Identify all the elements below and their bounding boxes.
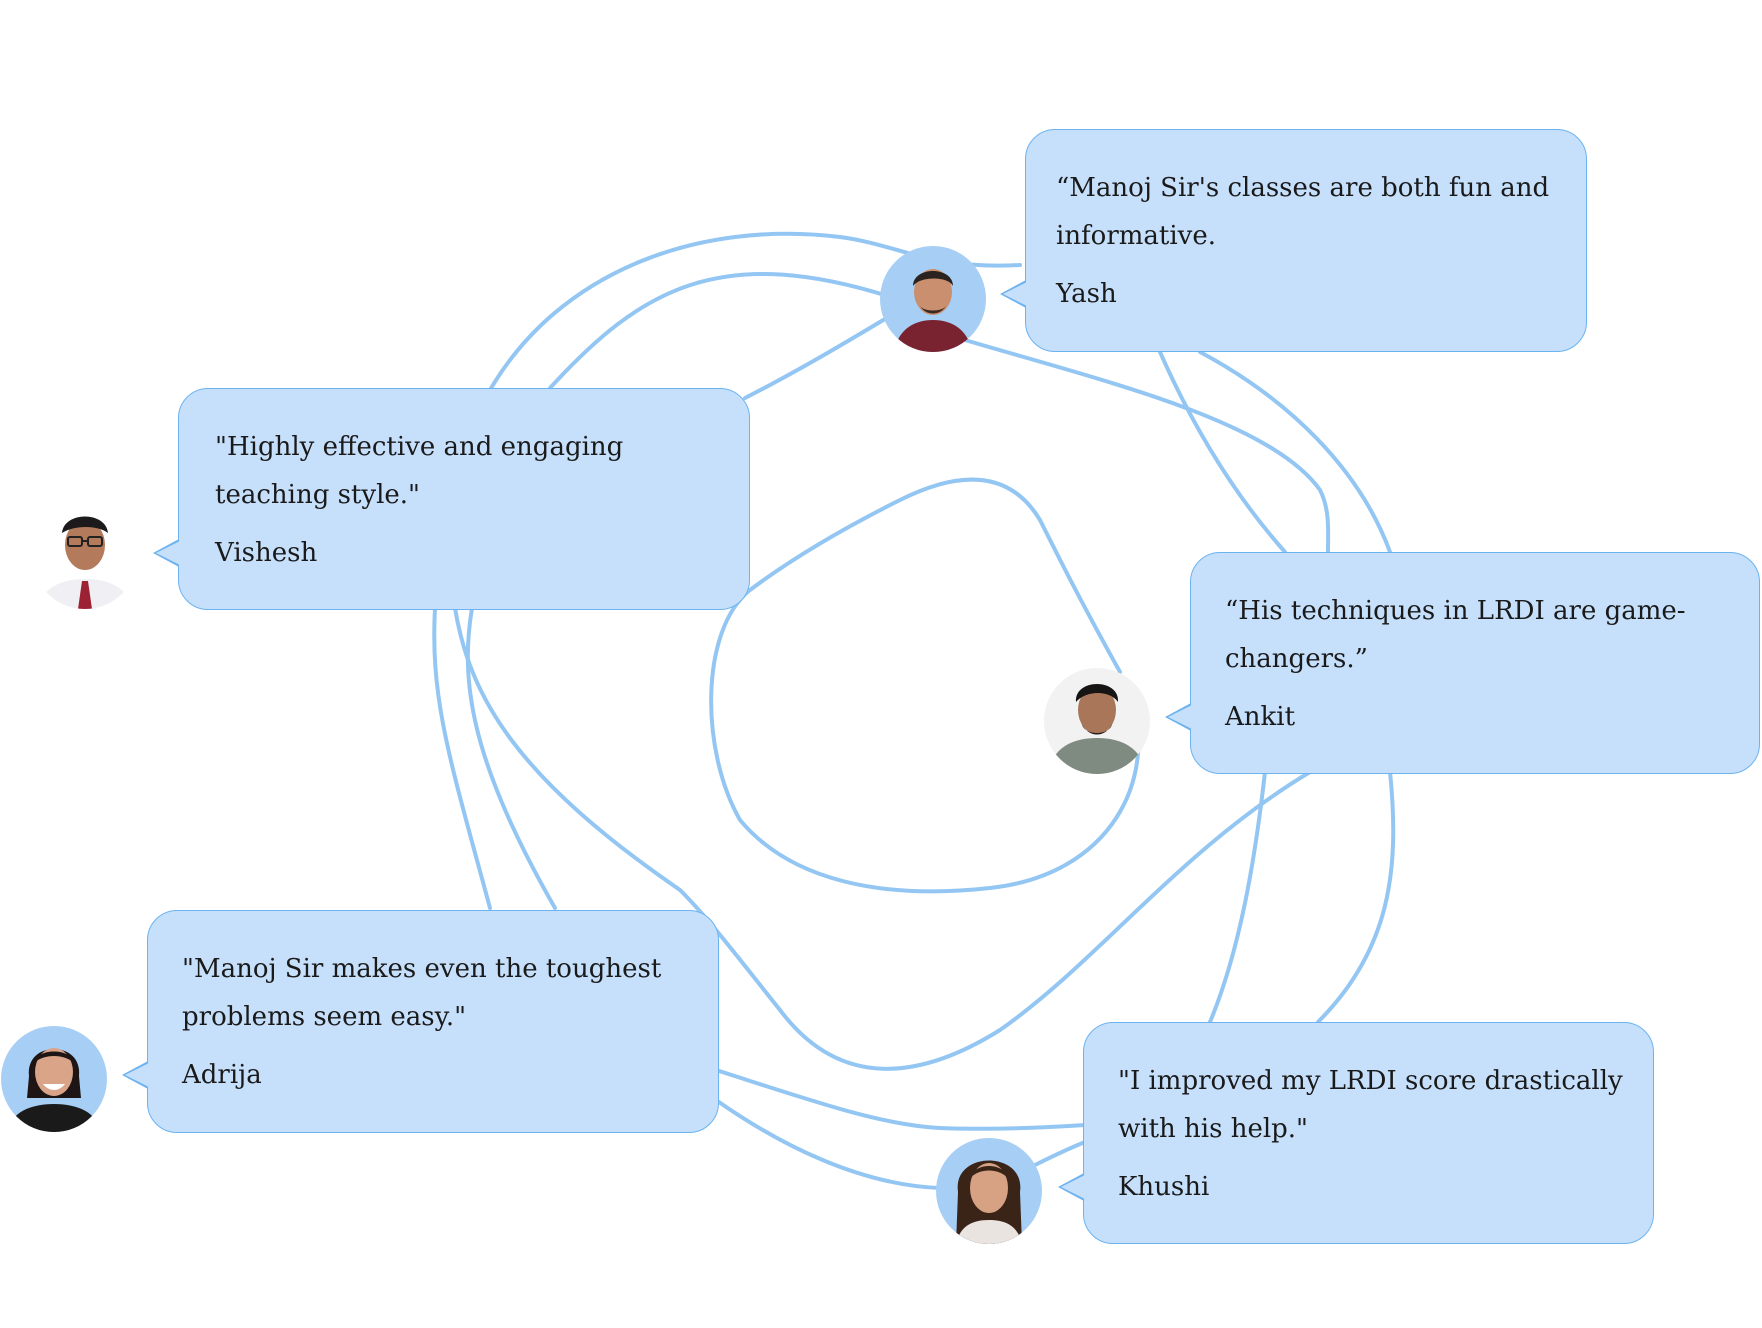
avatar-ankit	[1044, 668, 1150, 774]
person-icon	[936, 1138, 1042, 1244]
person-icon	[32, 503, 138, 609]
outer-loop-curve-4	[963, 338, 1331, 554]
testimonial-bubble-ankit: “His techniques in LRDI are game-changer…	[1165, 552, 1760, 774]
outer-loop-curve-2	[548, 272, 902, 390]
person-icon	[880, 246, 986, 352]
outer-loop-curve-6	[1198, 350, 1392, 554]
outer-loop-curve-3	[743, 308, 902, 400]
testimonial-quote: “His techniques in LRDI are game-changer…	[1225, 596, 1686, 674]
testimonial-author: Vishesh	[215, 538, 318, 568]
outer-loop-curve-14	[714, 1098, 942, 1190]
outer-loop-curve-10	[432, 606, 492, 910]
person-icon	[1044, 668, 1150, 774]
testimonial-author: Khushi	[1118, 1172, 1210, 1202]
outer-loop-curve-15	[1033, 1140, 1087, 1167]
testimonial-author: Ankit	[1225, 702, 1296, 732]
outer-loop-curve-9	[678, 770, 1312, 1071]
testimonial-bubble-adrija: "Manoj Sir makes even the toughest probl…	[122, 910, 719, 1133]
outer-loop-curve-12	[453, 606, 682, 892]
testimonial-quote: "I improved my LRDI score drastically wi…	[1118, 1066, 1623, 1144]
testimonial-author: Yash	[1056, 279, 1117, 309]
testimonial-quote: "Highly effective and engaging teaching …	[215, 432, 624, 510]
avatar-vishesh	[32, 503, 138, 609]
outer-loop-curve-7	[1316, 770, 1396, 1024]
person-icon	[1, 1026, 107, 1132]
avatar-adrija	[1, 1026, 107, 1132]
testimonial-bubble-vishesh: "Highly effective and engaging teaching …	[153, 388, 750, 610]
testimonial-quote: "Manoj Sir makes even the toughest probl…	[182, 954, 662, 1032]
avatar-yash	[880, 246, 986, 352]
testimonial-bubble-khushi: "I improved my LRDI score drastically wi…	[1058, 1022, 1654, 1244]
testimonial-quote: “Manoj Sir's classes are both fun and in…	[1056, 173, 1550, 251]
inner-loop-curve	[709, 477, 1141, 894]
outer-loop-curve-11	[465, 606, 557, 910]
avatar-khushi	[936, 1138, 1042, 1244]
testimonial-author: Adrija	[182, 1060, 262, 1090]
outer-loop-curve-13	[714, 1068, 1087, 1131]
testimonial-bubble-yash: “Manoj Sir's classes are both fun and in…	[1000, 129, 1587, 352]
outer-loop-curve-5	[1158, 350, 1287, 554]
